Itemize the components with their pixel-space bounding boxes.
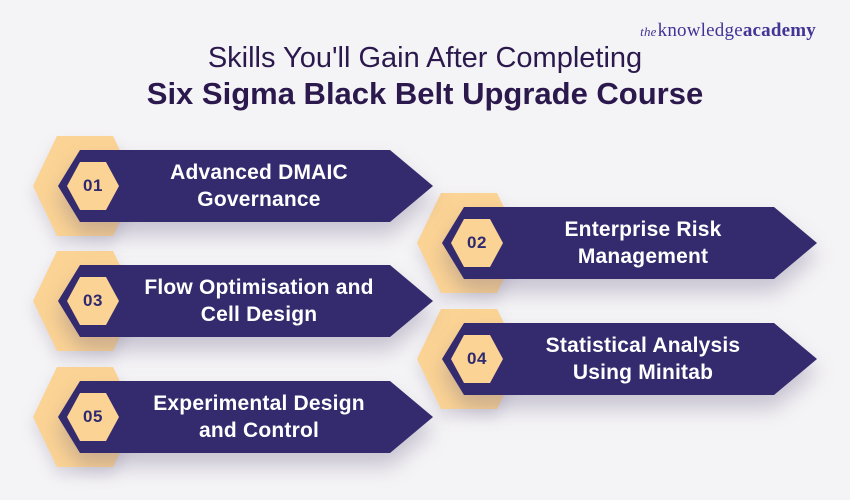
brand-logo: theknowledgeacademy [640, 20, 816, 42]
skill-banner: Statistical Analysis Using Minitab [442, 323, 817, 395]
skill-item-5: Experimental Design and Control 05 [33, 367, 433, 467]
logo-knowledge: knowledge [657, 20, 743, 41]
skill-label: Advanced DMAIC Governance [133, 150, 385, 222]
skill-banner: Experimental Design and Control [58, 381, 433, 453]
badge-number: 03 [83, 291, 103, 310]
skill-label: Experimental Design and Control [133, 381, 385, 453]
skill-line-2: Governance [197, 188, 321, 211]
skill-item-2: Enterprise Risk Management 02 [417, 193, 817, 293]
skill-item-4: Statistical Analysis Using Minitab 04 [417, 309, 817, 409]
page-subtitle: Six Sigma Black Belt Upgrade Course [146, 76, 704, 111]
banner-shape: Advanced DMAIC Governance [58, 150, 433, 222]
skill-label: Statistical Analysis Using Minitab [517, 323, 769, 395]
skill-item-1: Advanced DMAIC Governance 01 [33, 136, 433, 236]
skill-banner: Advanced DMAIC Governance [58, 150, 433, 222]
logo-the: the [640, 24, 657, 39]
skill-banner: Enterprise Risk Management [442, 207, 817, 279]
badge-number: 02 [467, 233, 487, 252]
skill-line-1: Advanced DMAIC [170, 161, 348, 184]
page-title: Skills You'll Gain After Completing [207, 42, 643, 74]
skill-line-1: Experimental Design [153, 392, 365, 415]
badge-number: 04 [467, 349, 487, 368]
badge-number: 01 [83, 176, 103, 195]
skill-line-2: Using Minitab [572, 361, 714, 384]
banner-shape: Enterprise Risk Management [442, 207, 817, 279]
skill-label: Flow Optimisation and Cell Design [133, 265, 385, 337]
banner-shape: Experimental Design and Control [58, 381, 433, 453]
banner-shape: Flow Optimisation and Cell Design [58, 265, 433, 337]
skill-item-3: Flow Optimisation and Cell Design 03 [33, 251, 433, 351]
skill-line-2: and Control [198, 419, 320, 442]
skill-banner: Flow Optimisation and Cell Design [58, 265, 433, 337]
skill-line-2: Management [577, 245, 709, 268]
skill-line-1: Statistical Analysis [545, 334, 741, 357]
logo-academy: academy [742, 20, 816, 41]
skill-line-2: Cell Design [200, 303, 318, 326]
banner-shape: Statistical Analysis Using Minitab [442, 323, 817, 395]
skill-label: Enterprise Risk Management [517, 207, 769, 279]
badge-number: 05 [83, 407, 103, 426]
skill-line-1: Enterprise Risk [564, 218, 722, 241]
skill-line-1: Flow Optimisation and [144, 276, 374, 299]
